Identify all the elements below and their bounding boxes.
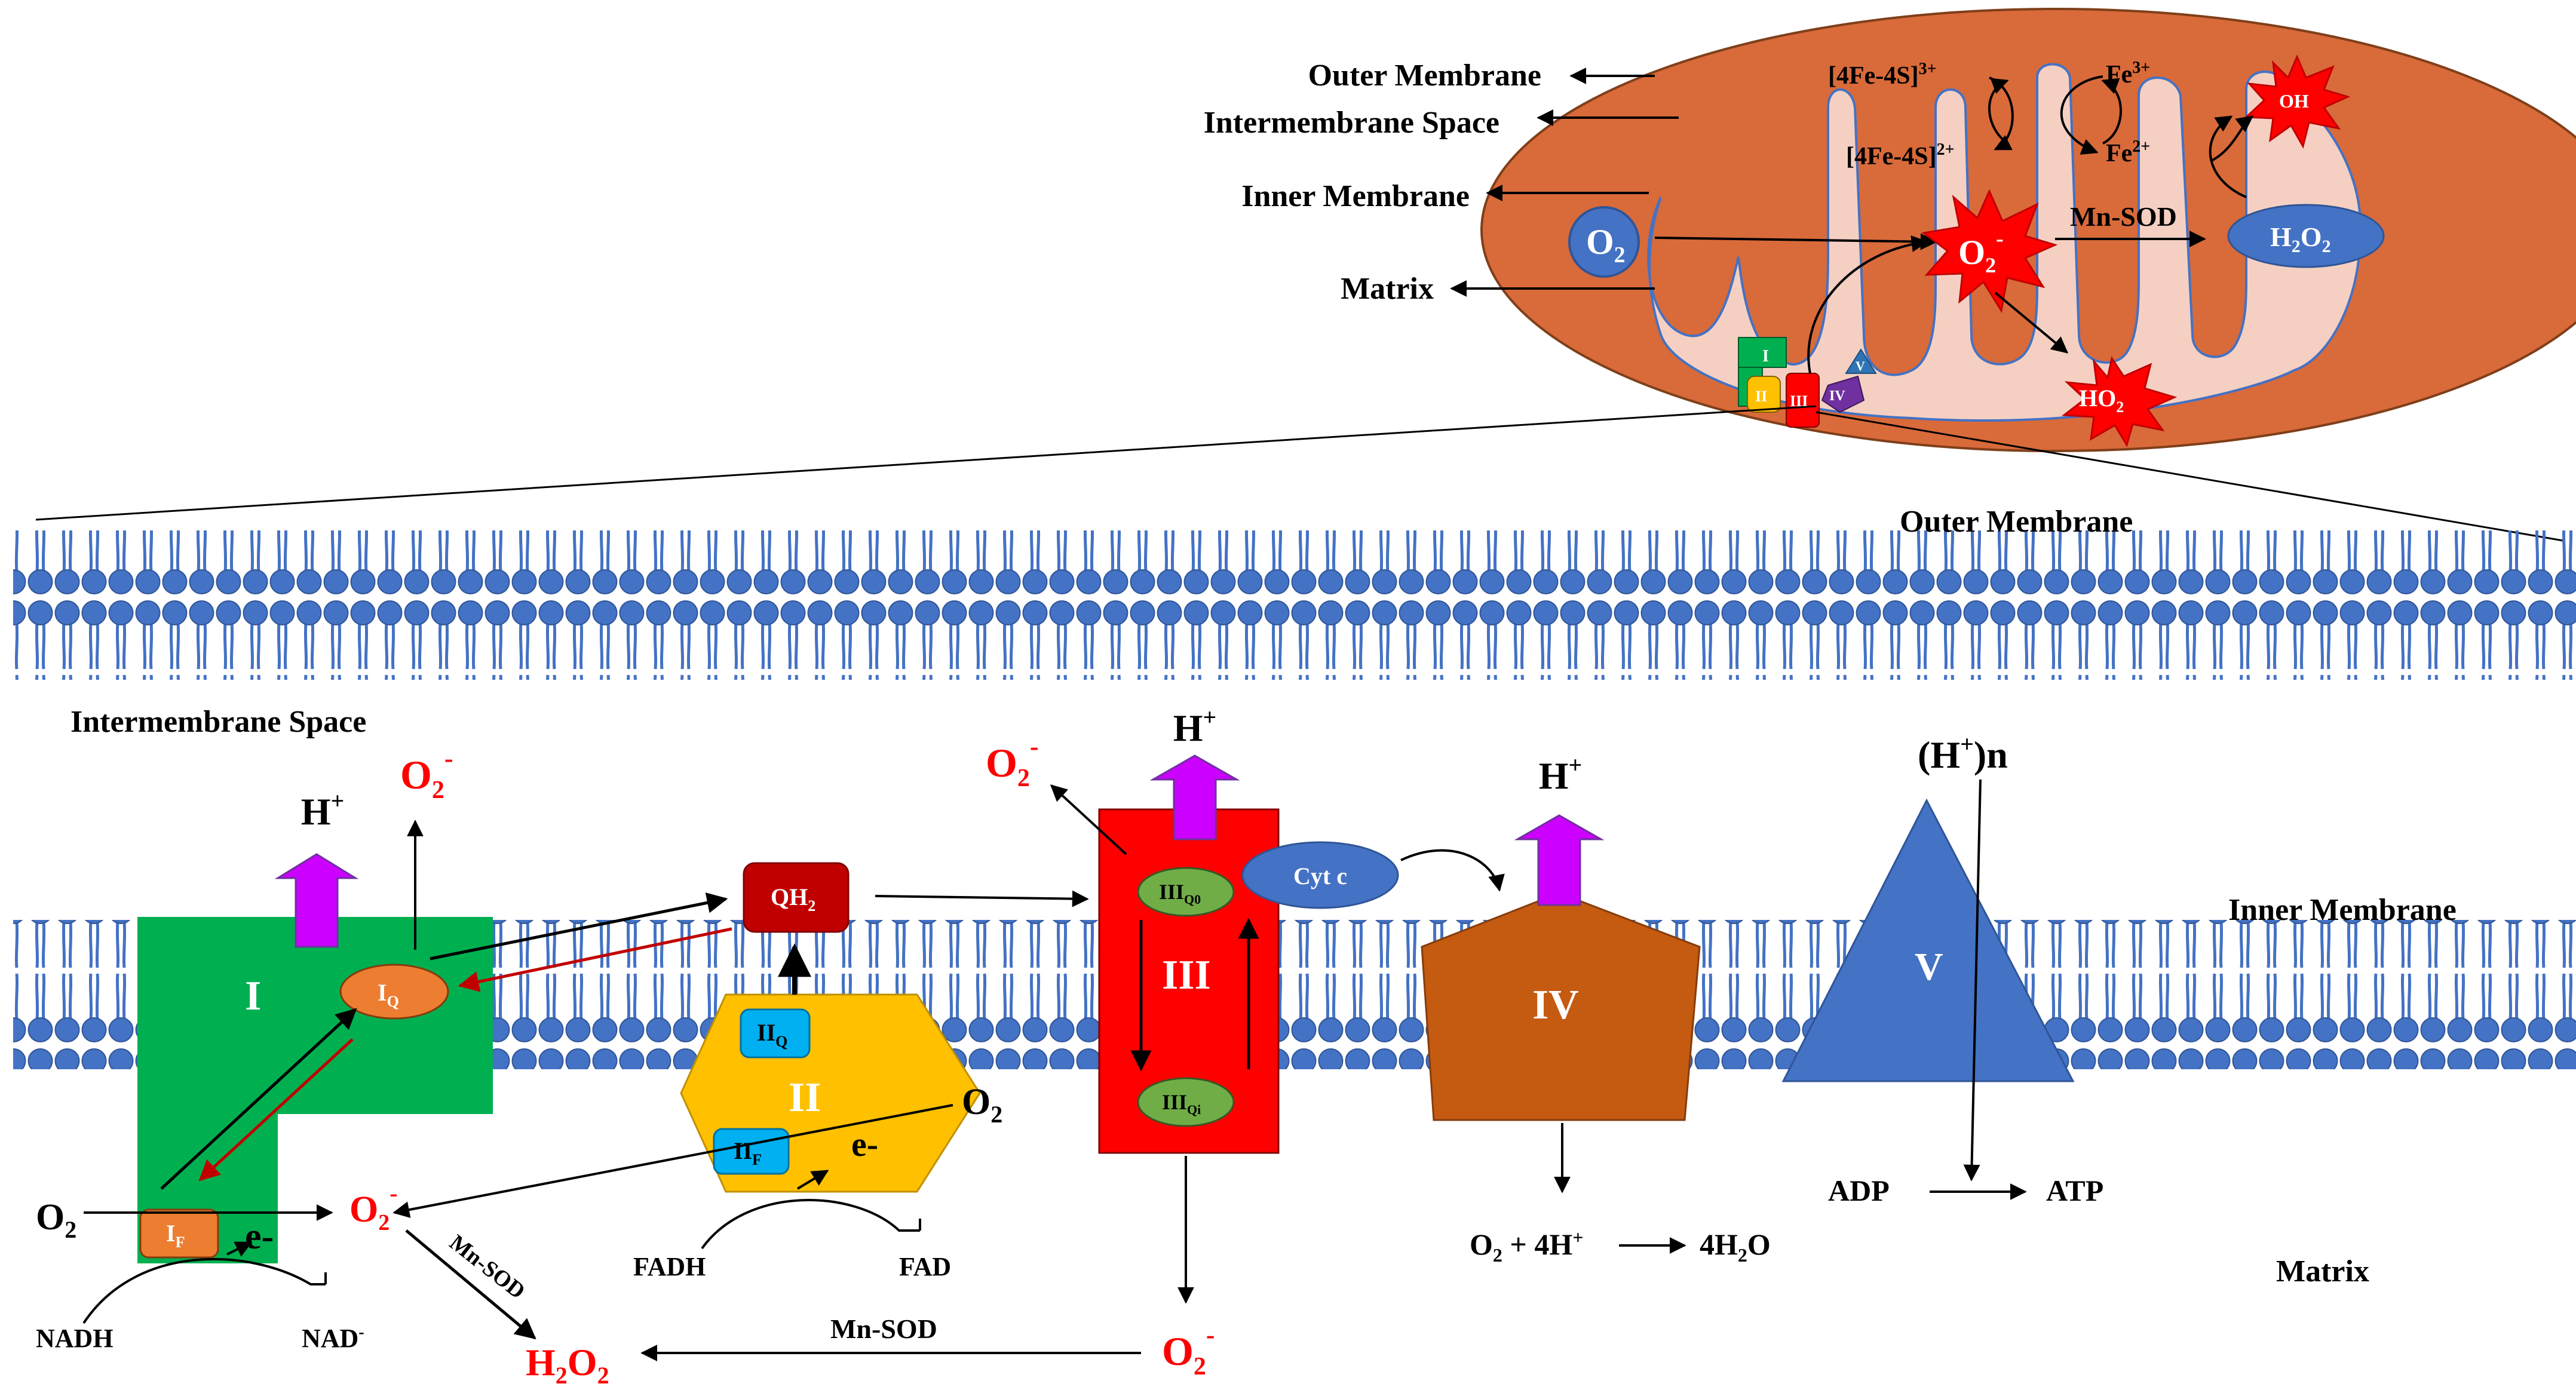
complex-I-label: I <box>245 973 261 1019</box>
mito-o2-circle <box>1568 206 1640 278</box>
complex-III-proton-arrow <box>1149 754 1240 840</box>
outer-membrane-bilayer <box>13 530 2576 680</box>
complex-III-label: III <box>1162 952 1211 998</box>
svg-text:IQ: IQ <box>378 979 399 1010</box>
intermembrane-space-label: Intermembrane Space <box>70 705 366 739</box>
complex-V-label: V <box>1915 945 1943 989</box>
inner-membrane-label: Inner Membrane <box>2228 893 2457 927</box>
mitochondrion: Outer Membrane Intermembrane Space Inner… <box>1204 8 2576 452</box>
svg-text:QH2: QH2 <box>771 883 815 915</box>
complex-IV-label: IV <box>1532 982 1579 1028</box>
complex-I-superoxide-out: O2- <box>349 1180 398 1235</box>
complex-II-electron: e- <box>851 1125 878 1164</box>
complex-IV-proton-arrow <box>1514 814 1605 906</box>
mito-oh-burst <box>2244 54 2351 149</box>
svg-text:O2: O2 <box>1586 222 1626 268</box>
mito-label-outer: Outer Membrane <box>1308 59 1541 93</box>
mito-matrix-cristae <box>1647 63 2362 422</box>
svg-text:I: I <box>1762 347 1769 366</box>
complex-II: II IIQ IIF e- QH2 O2 FADH FAD <box>392 862 1089 1281</box>
complex-V-atp: ATP <box>2046 1174 2103 1207</box>
complex-I-if-site <box>139 1208 219 1259</box>
matrix-label: Matrix <box>2276 1254 2369 1288</box>
complex-II-label: II <box>789 1075 821 1121</box>
complex-I-mnsod: Mn-SOD <box>444 1230 529 1304</box>
complex-IV: IV H+ O2 + 4H+ 4H2O <box>1421 751 1771 1266</box>
mito-fe3: Fe3+ <box>2106 59 2150 88</box>
complex-V-protons: (H+)n <box>1918 731 2008 776</box>
svg-text:O2: O2 <box>962 1082 1002 1128</box>
complex-I-nadh: NADH <box>36 1324 114 1353</box>
cyt-c <box>1241 841 1399 909</box>
svg-text:IIIQ0: IIIQ0 <box>1159 880 1201 907</box>
complex-I-nad: NAD- <box>302 1323 364 1353</box>
mito-label-intermembrane: Intermembrane Space <box>1204 106 1499 140</box>
complex-IV-reaction-left: O2 + 4H+ <box>1470 1226 1584 1266</box>
svg-text:H+: H+ <box>1539 751 1583 797</box>
outer-membrane-label: Outer Membrane <box>1900 505 2133 539</box>
mito-ho2-burst <box>2061 356 2178 447</box>
complex-III-mnsod: Mn-SOD <box>830 1314 937 1344</box>
mito-fes-ox: [4Fe-4S]3+ <box>1828 60 1937 90</box>
complex-I-superoxide-top: O2- <box>400 744 453 804</box>
svg-text:H+: H+ <box>1173 704 1217 749</box>
complex-III: III IIIQ0 IIIQi H+ O2- O2- Mn-SOD Cyt c <box>640 704 1505 1380</box>
complex-III-q0-site <box>1137 867 1235 917</box>
svg-text:IF: IF <box>166 1220 185 1251</box>
mito-h2o2-ellipse <box>2227 204 2385 268</box>
mito-label-inner: Inner Membrane <box>1241 179 1470 213</box>
mito-fe2: Fe2+ <box>2106 137 2150 167</box>
svg-text:HO2: HO2 <box>2079 385 2124 416</box>
qh2-box <box>743 862 850 933</box>
complex-I-h2o2: H2O2 <box>526 1341 609 1389</box>
svg-text:V: V <box>1856 358 1865 373</box>
svg-text:IIF: IIF <box>734 1137 762 1168</box>
complex-V-adp: ADP <box>1828 1174 1890 1207</box>
mito-oh-label: OH <box>2279 90 2309 112</box>
mito-mnsod-label: Mn-SOD <box>2070 201 2177 232</box>
complex-II-iiq-site <box>740 1008 811 1058</box>
complex-II-fadh: FADH <box>633 1252 706 1281</box>
svg-text:O2-: O2- <box>1958 226 2004 277</box>
svg-text:IIIQi: IIIQi <box>1162 1090 1201 1117</box>
svg-text:IIQ: IIQ <box>757 1019 787 1050</box>
cyt-c-label: Cyt c <box>1293 863 1347 889</box>
mito-label-matrix: Matrix <box>1341 272 1434 306</box>
complex-III-qi-site <box>1137 1077 1235 1127</box>
svg-text:O2: O2 <box>36 1197 76 1243</box>
mito-superoxide-burst <box>1921 189 2058 314</box>
svg-text:IV: IV <box>1829 388 1845 404</box>
complex-I-iq-site <box>339 964 449 1020</box>
svg-text:H+: H+ <box>301 787 345 833</box>
complex-IV-reaction-right: 4H2O <box>1700 1228 1771 1266</box>
complex-I: I H+ IQ O2- IF e- O2 O2- NADH NAD- Mn-SO… <box>36 744 732 1389</box>
mito-fes-red: [4Fe-4S]2+ <box>1846 140 1955 170</box>
svg-text:II: II <box>1755 388 1767 405</box>
complex-III-superoxide-top: O2- <box>986 732 1039 792</box>
complex-I-proton-arrow <box>274 853 359 948</box>
svg-text:H2O2: H2O2 <box>2270 222 2331 256</box>
complex-III-superoxide-bottom: O2- <box>1162 1320 1215 1380</box>
complex-V: V (H+)n ADP ATP <box>1781 731 2103 1207</box>
mito-mini-complexes: I II III IV V <box>1738 235 1928 428</box>
complex-I-electron: e- <box>245 1216 274 1257</box>
complex-II-fad: FAD <box>899 1252 951 1281</box>
